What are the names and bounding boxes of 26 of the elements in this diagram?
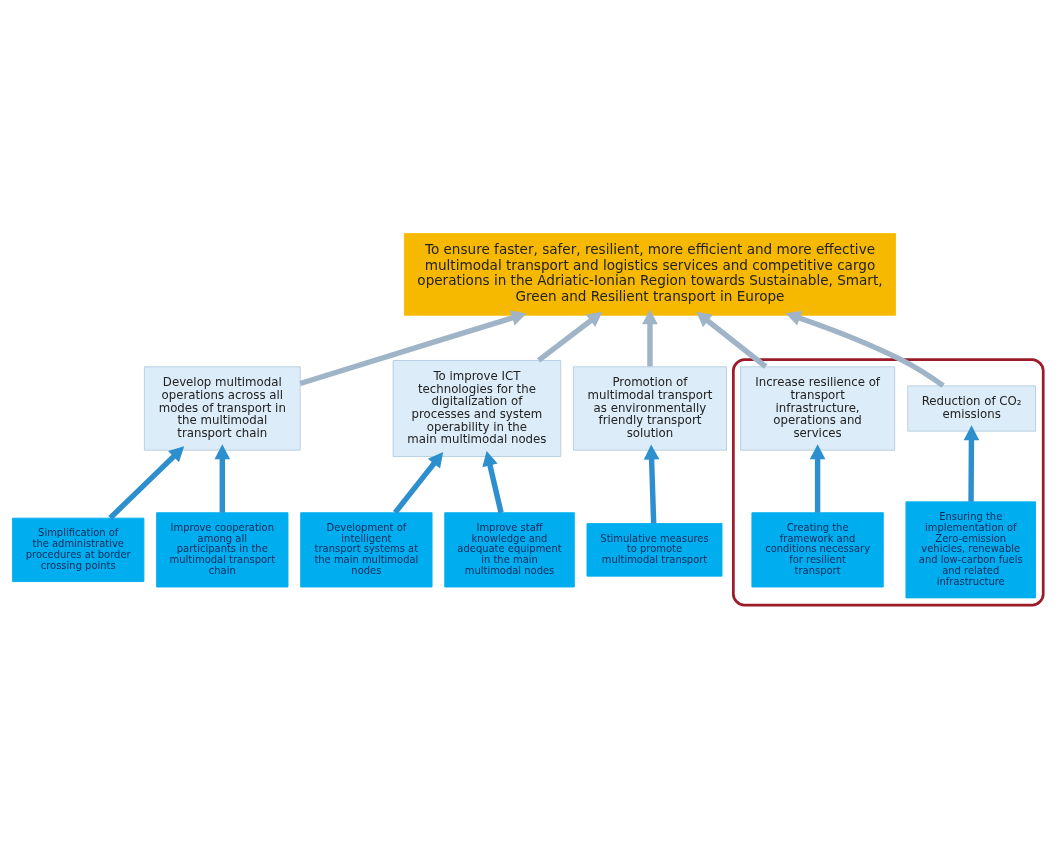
node-box: Development of intelligent transport systems at the main multimodal nodes xyxy=(300,511,433,587)
arrow xyxy=(696,311,768,369)
node-box: To ensure faster, safer, resilient, more efficient and more effective multimodal transport and logistics services and competitive cargo operations in the Adriatic-Ionian Region towards Sustainable, Smart, Green and Resilient transport in Europe xyxy=(403,232,896,316)
node-box: Improve staff knowledge and adequate equipment in the main multimodal nodes xyxy=(444,511,575,587)
arrow xyxy=(642,308,658,366)
arrow xyxy=(108,445,185,520)
node-box: Creating the framework and conditions necessary for resilient transport xyxy=(751,511,884,587)
node-box: Reduction of CO₂ emissions xyxy=(907,384,1036,432)
node-box: Simplification of the administrative procedures at border crossing points xyxy=(12,517,145,582)
node-box: Develop multimodal operations across all modes of transport in the multimodal transport chain xyxy=(143,365,301,451)
arrow xyxy=(643,444,660,523)
arrow xyxy=(963,424,980,502)
node-box: To improve ICT technologies for the digitalization of processes and system operability in the main multimodal nodes xyxy=(392,359,562,457)
node-box: Stimulative measures to promote multimodal transport xyxy=(586,522,723,577)
node-box: Ensuring the implementation of Zero-emission vehicles, renewable and low-carbon fuels and related infrastructure xyxy=(905,500,1036,598)
arrow xyxy=(299,309,527,386)
arrow xyxy=(785,310,945,388)
arrow xyxy=(482,450,504,513)
arrow xyxy=(214,443,231,513)
arrow xyxy=(809,443,826,513)
node-box: Increase resilience of transport infrastructure, operations and services xyxy=(740,365,896,451)
arrow xyxy=(393,451,444,514)
node-box: Promotion of multimodal transport as environmentally friendly transport solution xyxy=(572,365,727,451)
node-box: Improve cooperation among all participants in the multimodal transport chain xyxy=(156,511,289,587)
cluster xyxy=(731,357,1045,606)
arrow xyxy=(537,311,603,363)
